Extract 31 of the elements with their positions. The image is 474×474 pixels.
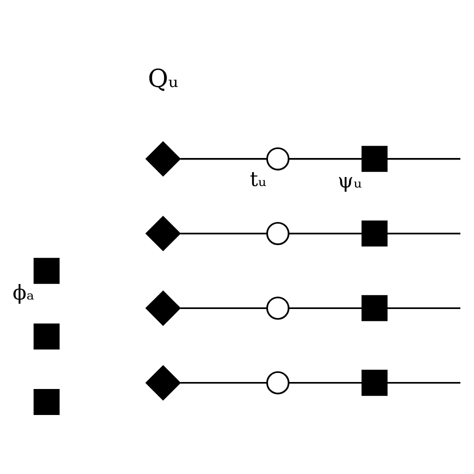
node-diamond (145, 364, 181, 400)
node-label: ψᵤ (338, 168, 362, 192)
connector (387, 381, 460, 384)
connector (180, 232, 267, 234)
node-box (362, 145, 388, 172)
connector (387, 306, 460, 309)
node-box (34, 257, 60, 284)
connector (180, 158, 267, 160)
connector (180, 381, 267, 384)
node-diamond (145, 215, 181, 251)
node-box (34, 388, 60, 415)
label: Qᵤ (148, 64, 178, 93)
node-box (362, 220, 388, 246)
node-box (34, 322, 60, 349)
node-circle (266, 296, 290, 320)
connector (288, 306, 362, 309)
node-label: ϕₐ (12, 280, 34, 304)
node-circle (266, 146, 290, 170)
connector (288, 158, 362, 160)
connector (387, 232, 460, 234)
node-diamond (145, 140, 181, 176)
connector (387, 158, 460, 160)
node-diamond (145, 290, 181, 326)
node-box (362, 369, 388, 396)
node-circle (266, 370, 290, 394)
node-label: tᵤ (250, 166, 266, 190)
node-box (362, 294, 388, 321)
connector (288, 381, 362, 384)
node-circle (266, 221, 290, 245)
connector (180, 306, 267, 309)
connector (288, 232, 362, 234)
